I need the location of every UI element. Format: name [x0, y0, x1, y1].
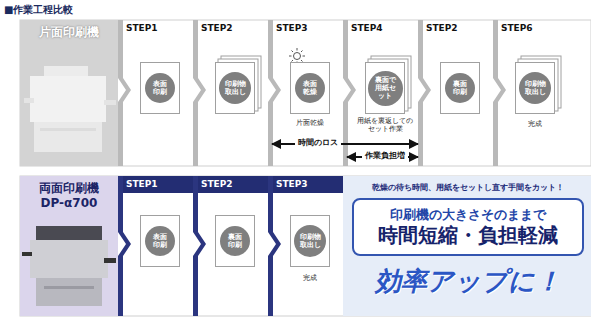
- span-arrow: [272, 143, 418, 145]
- step-chevrons: [118, 20, 506, 166]
- step-label: STEP3: [276, 23, 308, 34]
- paper-step: 表面印刷: [140, 62, 180, 114]
- paper-step: 表面乾燥: [290, 62, 330, 114]
- paper-step: 印刷物取出し: [515, 62, 555, 114]
- step-text: 表面乾燥: [303, 80, 318, 96]
- step-label: STEP6: [501, 23, 533, 34]
- machine-panel: [20, 20, 118, 166]
- step-caption: 片面乾燥: [296, 119, 324, 127]
- diagram-title: ■作業工程比較: [4, 3, 73, 17]
- machine-panel: 両面印刷機 DP-α700: [20, 176, 118, 316]
- step-circle: 表面印刷: [145, 73, 175, 103]
- step-circle: 裏面印刷: [445, 73, 475, 103]
- step-label: STEP2: [426, 23, 458, 34]
- step-text: 印刷物取出し: [524, 80, 546, 96]
- step-label: STEP2: [201, 179, 233, 190]
- step-caption: 完成: [303, 274, 317, 282]
- burden-label: 作業負担増: [362, 151, 408, 161]
- step-chevrons: [118, 176, 281, 316]
- step-circle: 裏面で用紙セット: [368, 71, 403, 106]
- step-text: 印刷物取出し: [224, 80, 246, 96]
- machine-panel: [20, 176, 118, 316]
- step-header: [118, 176, 343, 193]
- paper-step: 裏面印刷: [440, 62, 480, 114]
- machine-name: 片面印刷機: [27, 25, 111, 40]
- step-caption: 完成: [528, 120, 542, 128]
- step-circle: 表面印刷: [145, 226, 175, 256]
- step-text: 裏面印刷: [228, 233, 243, 249]
- step-text: 裏面で用紙セット: [374, 76, 396, 100]
- step-circle: 裏面印刷: [220, 226, 250, 256]
- loss-label: 時間のロス: [295, 138, 341, 148]
- message-main: 時間短縮・負担軽減: [378, 223, 558, 247]
- machine-panel: 片面印刷機: [20, 20, 118, 166]
- step-text: 印刷物取出し: [299, 233, 321, 249]
- step-caption: 用紙を裏返しての セット作業: [357, 118, 413, 134]
- step-circle: 印刷物取出し: [519, 72, 551, 104]
- printer-illustration: [24, 66, 116, 152]
- step-label: STEP4: [351, 23, 383, 34]
- step-label: STEP2: [201, 23, 233, 34]
- paper-step: 裏面で用紙セット: [365, 62, 405, 114]
- paper-step: 印刷物取出し: [290, 215, 330, 267]
- paper-step: 印刷物取出し: [215, 62, 255, 114]
- result-ground: [343, 176, 591, 316]
- machine-name: 両面印刷機 DP-α700: [27, 181, 111, 211]
- step-text: 裏面印刷: [453, 80, 468, 96]
- paper-step: 裏面印刷: [215, 215, 255, 267]
- step-circle: 印刷物取出し: [294, 225, 326, 257]
- step-text: 表面印刷: [153, 233, 168, 249]
- step-circle: 表面乾燥: [295, 73, 325, 103]
- headline: 効率アップに！: [375, 266, 561, 297]
- row-ground: [20, 20, 591, 166]
- step-label: STEP3: [276, 179, 308, 190]
- step-label: STEP1: [126, 179, 158, 190]
- step-circle: 印刷物取出し: [219, 72, 251, 104]
- paper-step: 表面印刷: [140, 215, 180, 267]
- step-text: 表面印刷: [153, 80, 168, 96]
- step-label: STEP1: [126, 23, 158, 34]
- message-sub: 印刷機の大きさそのままで: [390, 207, 546, 223]
- benefit-note: 乾燥の待ち時間、用紙をセットし直す手間をカット！: [372, 183, 564, 193]
- printer-illustration: [22, 226, 116, 306]
- message-box: 印刷機の大きさそのままで時間短縮・負担軽減: [352, 198, 584, 256]
- row-ground: [20, 176, 591, 316]
